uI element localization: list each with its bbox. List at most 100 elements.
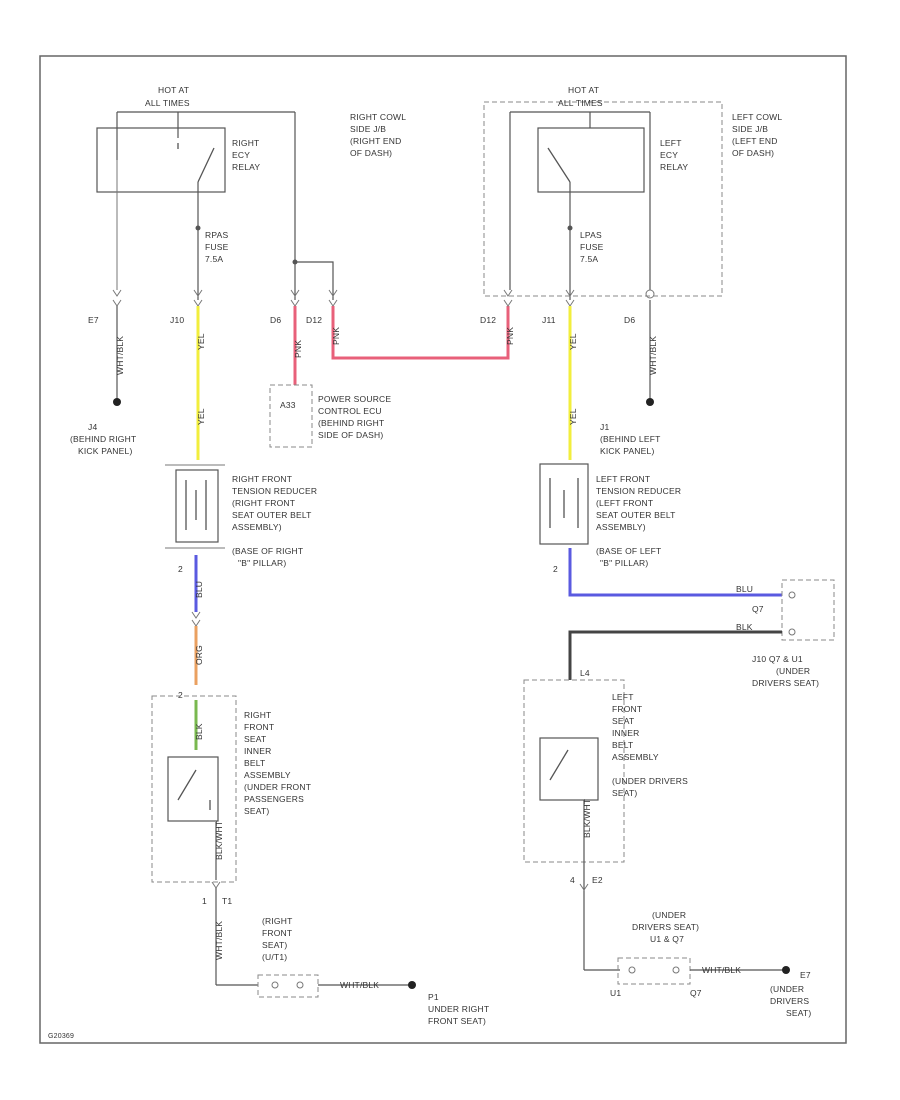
rb-label-5: BELT	[244, 758, 265, 768]
e7-connector-label: E7	[88, 315, 99, 325]
ecu-label-3: (BEHIND RIGHT	[318, 418, 384, 428]
left-hot-label-1: HOT AT	[568, 85, 599, 95]
d12-wire-color: PNK	[331, 327, 341, 345]
left-jb-label-4: OF DASH)	[732, 148, 774, 158]
lt-label-4: SEAT OUTER BELT	[596, 510, 676, 520]
lb-label-5: BELT	[612, 740, 633, 750]
right-jb-label-1: RIGHT COWL	[350, 112, 406, 122]
e7-ground-label-2: (UNDER	[770, 984, 804, 994]
org-wire-label: ORG	[194, 645, 204, 665]
left-relay-label-3: RELAY	[660, 162, 688, 172]
lb-label-2: FRONT	[612, 704, 642, 714]
left-relay-block: HOT AT ALL TIMES LEFT ECY RELAY LPAS FUS…	[483, 85, 782, 300]
left-relay-label-1: LEFT	[660, 138, 682, 148]
lt-label-6: (BASE OF LEFT	[596, 546, 661, 556]
right-jb-label-3: (RIGHT END	[350, 136, 401, 146]
e2-label: E2	[592, 875, 603, 885]
rb-label-6: ASSEMBLY	[244, 770, 291, 780]
rt-label-6: (BASE OF RIGHT	[232, 546, 303, 556]
left-fuse-label-1: LPAS	[580, 230, 602, 240]
right-hot-label-1: HOT AT	[158, 85, 189, 95]
p1-ground-label-1: P1	[428, 992, 439, 1002]
j4-ground-label-2: (BEHIND RIGHT	[70, 434, 136, 444]
ecu-label-4: SIDE OF DASH)	[318, 430, 383, 440]
junction-label-2: (UNDER	[776, 666, 810, 676]
left-fuse-label-3: 7.5A	[580, 254, 598, 264]
lt-label-1: LEFT FRONT	[596, 474, 650, 484]
u1-label: U1	[610, 988, 621, 998]
right-buckle-switch: BLK/WHT RIGHT FRONT SEAT INNER BELT ASSE…	[151, 695, 311, 883]
rb-label-3: SEAT	[244, 734, 266, 744]
right-relay-label-2: ECY	[232, 150, 250, 160]
power-source-ecu: A33 POWER SOURCE CONTROL ECU (BEHIND RIG…	[269, 384, 391, 448]
rsc-label-4: (U/T1)	[262, 952, 287, 962]
right-relay-box	[96, 127, 226, 193]
j10-wire-color-2: YEL	[196, 408, 206, 425]
left-blk-wire: BLK	[736, 622, 753, 632]
left-blu-wire: BLU	[736, 584, 753, 594]
lt-label-2: TENSION REDUCER	[596, 486, 681, 496]
d12-left-label: D12	[480, 315, 496, 325]
rb-connector-pin: 2	[178, 690, 183, 700]
right-fuse-label-2: FUSE	[205, 242, 229, 252]
rb-wire-blk-wht: BLK/WHT	[214, 821, 224, 860]
rt-label-7: "B" PILLAR)	[238, 558, 286, 568]
rt-label-4: SEAT OUTER BELT	[232, 510, 312, 520]
left-fuse-label-2: FUSE	[580, 242, 604, 252]
junction-label-1: J10 Q7 & U1	[752, 654, 803, 664]
d-connectors-right: D6 D12 PNK PNK PNK	[270, 289, 515, 385]
left-hot-label-2: ALL TIMES	[558, 98, 603, 108]
rb-label-4: INNER	[244, 746, 271, 756]
ecu-label-1: POWER SOURCE	[318, 394, 391, 404]
rb-label-9: SEAT)	[244, 806, 269, 816]
e7-wire-left: WHT/BLK	[702, 965, 741, 975]
rsc-label-1: (RIGHT	[262, 916, 292, 926]
lb-label-1: LEFT	[612, 692, 634, 702]
d6-left-label: D6	[624, 315, 635, 325]
right-belt-wiring: BLU ORG 2 BLK	[178, 555, 204, 750]
left-tension-reducer: LEFT FRONT TENSION REDUCER (LEFT FRONT S…	[539, 463, 681, 574]
lb-label-4: INNER	[612, 728, 639, 738]
d6-right-label: D6	[270, 315, 281, 325]
right-ground-circuit: 1 T1 WHT/BLK WHT/BLK (RIGHT FRONT SEAT) …	[202, 881, 489, 1026]
rsc-label-3: SEAT)	[262, 940, 287, 950]
left-belt-wiring: BLU Q7 BLK J10 Q7 & U1 (UNDER DRIVERS SE…	[568, 548, 835, 688]
left-jb-label-2: SIDE J/B	[732, 124, 768, 134]
blk-wire-label-right: BLK	[194, 723, 204, 740]
t1-wire-color: WHT/BLK	[214, 921, 224, 960]
j1-ground-label-1: J1	[600, 422, 609, 432]
junction-label-3: DRIVERS SEAT)	[752, 678, 819, 688]
left-relay-label-2: ECY	[660, 150, 678, 160]
p1-ground-label-2: UNDER RIGHT	[428, 1004, 489, 1014]
right-fuse-label-3: 7.5A	[205, 254, 223, 264]
e7-ground-label-4: SEAT)	[786, 1008, 811, 1018]
left-jb-label-3: (LEFT END	[732, 136, 778, 146]
rsc-label-2: FRONT	[262, 928, 292, 938]
p1-wire-color: WHT/BLK	[340, 980, 379, 990]
rt-label-1: RIGHT FRONT	[232, 474, 292, 484]
q7-label: Q7	[752, 604, 764, 614]
rt-label-5: ASSEMBLY)	[232, 522, 282, 532]
left-relay-box	[537, 127, 645, 193]
d12-left-wire-color: PNK	[505, 327, 515, 345]
right-jb-label-4: OF DASH)	[350, 148, 392, 158]
j4-ground-point	[113, 398, 121, 406]
left-ground-circuit: 4 E2 WHT/BLK (UNDER DRIVERS SEAT) U1 & Q…	[570, 875, 811, 1018]
j1-ground-label-3: KICK PANEL)	[600, 446, 654, 456]
j10-wire-color-1: YEL	[196, 333, 206, 350]
j11-wire-color-2: YEL	[568, 408, 578, 425]
right-tension-reducer: RIGHT FRONT TENSION REDUCER (RIGHT FRONT…	[165, 464, 317, 574]
lt-label-7: "B" PILLAR)	[600, 558, 648, 568]
diagram-border	[39, 55, 847, 1044]
e7-ground-label-1: E7	[800, 970, 811, 980]
e7-wire-color: WHT/BLK	[115, 336, 125, 375]
lb-wire-blk-wht: BLK/WHT	[582, 799, 592, 838]
j1-ground-label-2: (BEHIND LEFT	[600, 434, 661, 444]
j11-wire-color-1: YEL	[568, 333, 578, 350]
right-relay-block: HOT AT ALL TIMES RIGHT ECY RELAY RPAS FU…	[96, 85, 406, 300]
rt-connector-pin: 2	[178, 564, 183, 574]
e7-branch: E7 WHT/BLK J4 (BEHIND RIGHT KICK PANEL)	[70, 160, 136, 456]
rb-label-1: RIGHT	[244, 710, 271, 720]
